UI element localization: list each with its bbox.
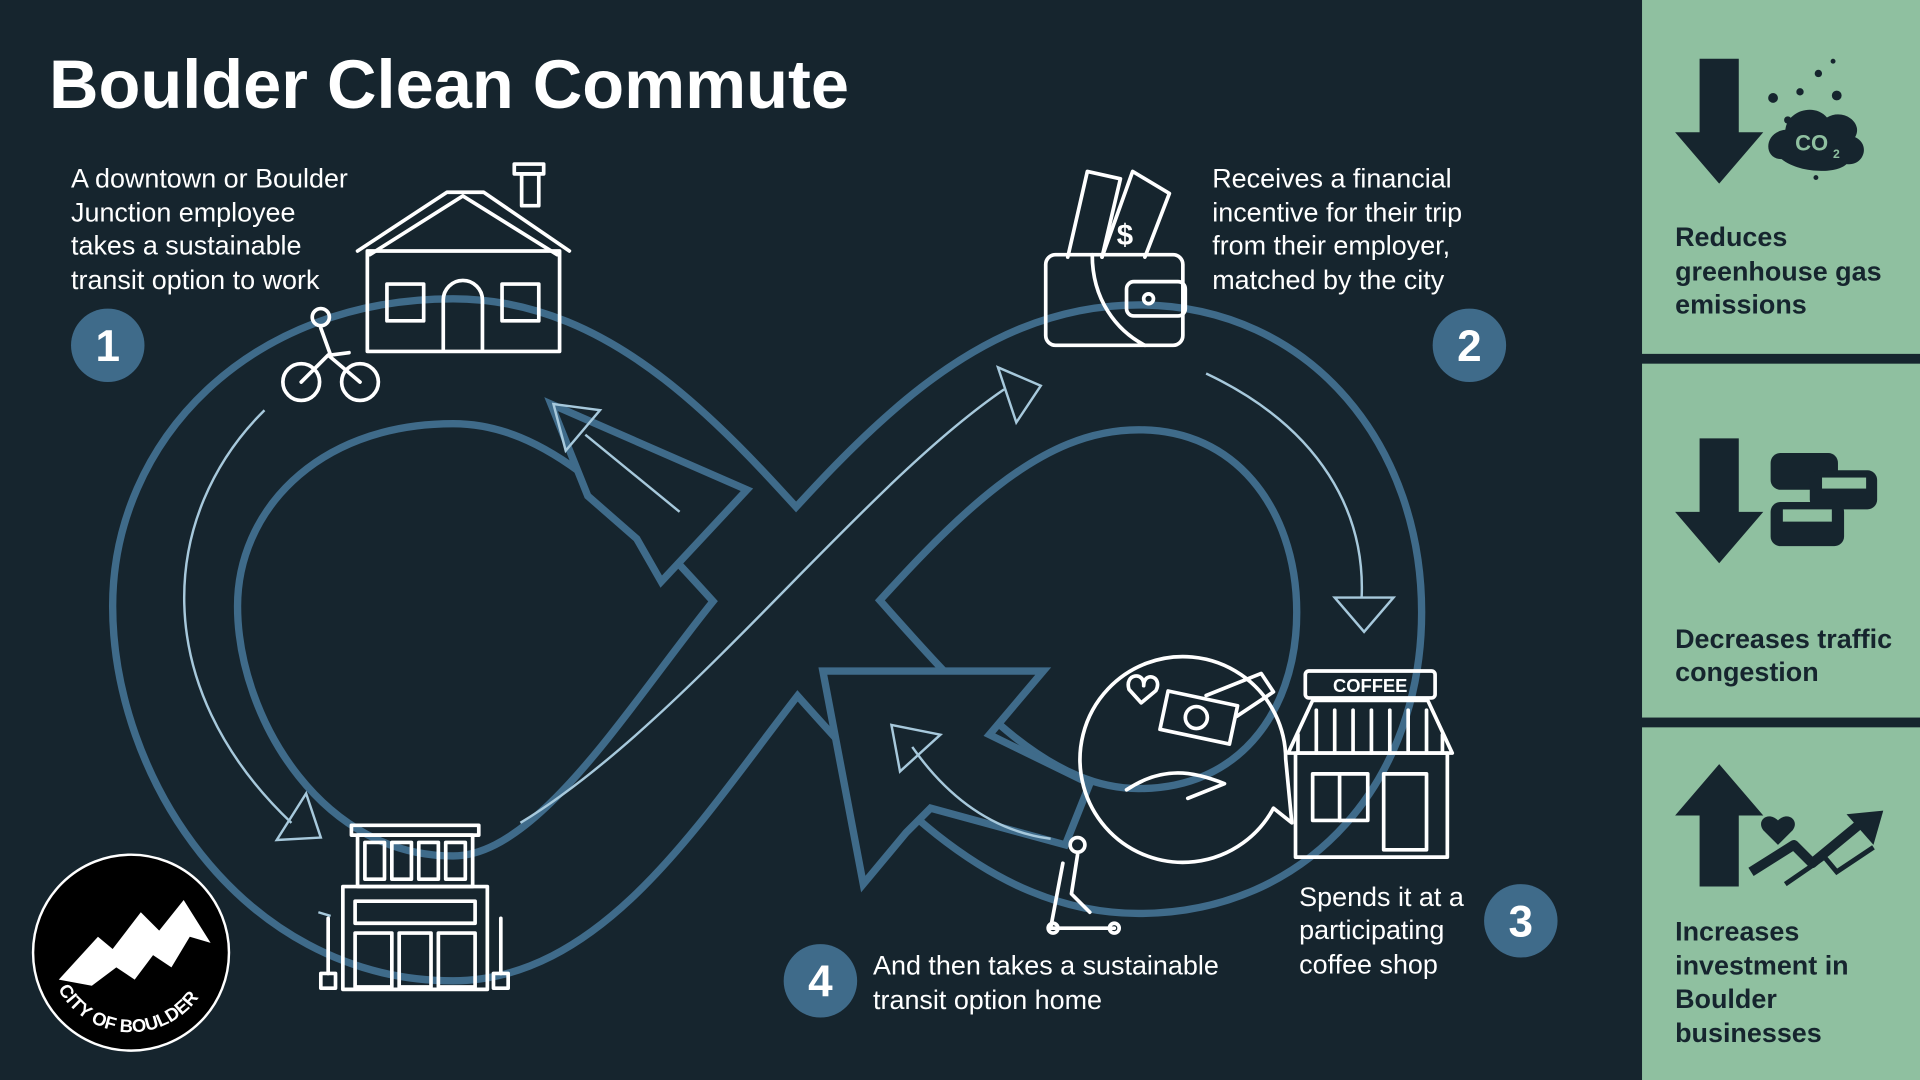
step-3: Spends it at a participating coffee shop…	[1299, 882, 1558, 979]
step-4-number: 4	[808, 958, 833, 1007]
step-4-line: And then takes a sustainable	[873, 951, 1219, 981]
step-3-badge	[1484, 884, 1558, 958]
co2-cloud-icon: CO 2	[1768, 58, 1864, 180]
benefit-card	[1642, 727, 1920, 1080]
step-3-line: coffee shop	[1299, 949, 1438, 979]
step-2-line: matched by the city	[1212, 265, 1444, 295]
step-3-line: participating	[1299, 915, 1444, 945]
bicycle-icon	[281, 306, 381, 403]
benefit-line: Increases	[1675, 916, 1799, 946]
benefit-line: investment in	[1675, 951, 1849, 981]
benefit-line: greenhouse gas	[1675, 256, 1881, 286]
coffee-shop-icon: COFFEE	[1286, 669, 1455, 859]
loop-arrowhead-top	[544, 397, 754, 588]
step-1-line: transit option to work	[71, 265, 320, 295]
step-2-number: 2	[1457, 322, 1482, 371]
step-2: Receives a financial incentive for their…	[1212, 163, 1507, 383]
loop-arrowhead-bottom	[818, 667, 1095, 893]
step-2-line: Receives a financial	[1212, 163, 1451, 193]
step-4: 4 And then takes a sustainable transit o…	[783, 944, 1219, 1018]
step-1: A downtown or Boulder Junction employee …	[71, 163, 348, 383]
step-2-badge	[1432, 308, 1507, 383]
down-arrow-icon	[1675, 58, 1764, 184]
up-arrow-icon	[1675, 764, 1764, 887]
page-title: Boulder Clean Commute	[49, 46, 849, 123]
city-of-boulder-logo: CITY OF BOULDER	[31, 853, 231, 1052]
step-2-line: incentive for their trip	[1212, 198, 1462, 228]
benefit-line: Decreases traffic	[1675, 624, 1892, 654]
growth-chart-heart-icon	[1748, 810, 1884, 887]
benefit-card	[1642, 0, 1920, 354]
step-3-line: Spends it at a	[1299, 882, 1464, 912]
step-1-number: 1	[95, 322, 120, 371]
step-1-badge	[71, 308, 145, 383]
svg-text:$: $	[1117, 219, 1133, 252]
payment-exchange-icon	[1078, 654, 1294, 865]
co2-label: CO	[1795, 131, 1828, 156]
house-icon	[355, 162, 572, 354]
step-4-badge	[783, 944, 858, 1018]
benefit-line: businesses	[1675, 1018, 1822, 1048]
coffee-sign: COFFEE	[1333, 675, 1407, 696]
benefit-line: Reduces	[1675, 222, 1787, 252]
step-1-line: A downtown or Boulder	[71, 163, 348, 193]
benefit-line: congestion	[1675, 657, 1819, 687]
wallet-money-icon: $	[1043, 169, 1188, 348]
step-3-number: 3	[1509, 898, 1534, 947]
co2-subscript: 2	[1833, 147, 1840, 161]
office-building-icon	[318, 823, 510, 992]
benefits-panel: CO 2 Reduces greenhouse gas emissions De…	[1642, 0, 1920, 1080]
step-2-line: from their employer,	[1212, 231, 1450, 261]
benefit-line: emissions	[1675, 289, 1807, 319]
scooter-icon	[1046, 835, 1122, 935]
benefit-line: Boulder	[1675, 984, 1777, 1014]
cars-icon	[1770, 453, 1878, 547]
down-arrow-icon	[1675, 438, 1764, 564]
thin-arrows	[182, 365, 1397, 918]
step-1-line: Junction employee	[71, 198, 295, 228]
step-4-line: transit option home	[873, 985, 1102, 1015]
step-1-line: takes a sustainable	[71, 231, 301, 261]
